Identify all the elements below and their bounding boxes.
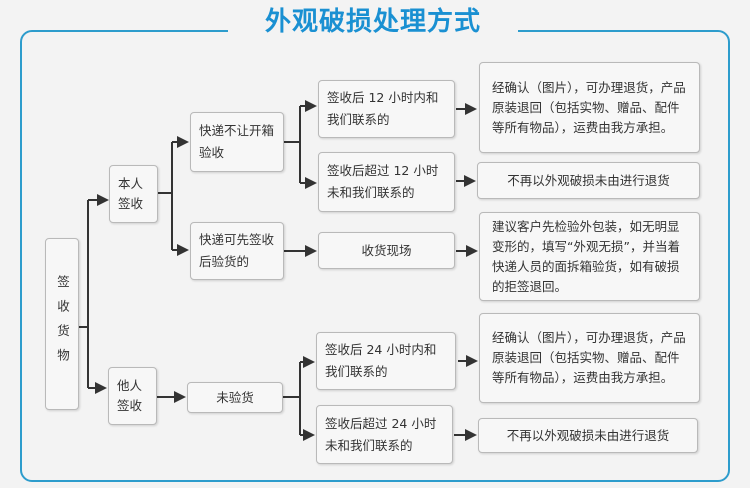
result-return-12h: 经确认（图片），可办理退货，产品原装退回（包括实物、赠品、配件等所有物品），运费… bbox=[479, 62, 700, 153]
node-within-12h: 签收后 12 小时内和我们联系的 bbox=[318, 80, 455, 138]
diagram-title: 外观破损处理方式 bbox=[228, 4, 518, 40]
connector-root bbox=[78, 200, 89, 388]
node-root: 签收货物 bbox=[45, 238, 79, 410]
node-over-12h: 签收后超过 12 小时未和我们联系的 bbox=[318, 152, 455, 212]
result-no-return-24h: 不再以外观破损未由进行退货 bbox=[478, 418, 698, 453]
result-return-24h: 经确认（图片），可办理退货，产品原装退回（包括实物、赠品、配件等所有物品），运费… bbox=[479, 313, 700, 403]
node-not-checked: 未验货 bbox=[187, 382, 283, 413]
node-over-24h: 签收后超过 24 小时未和我们联系的 bbox=[316, 405, 453, 464]
node-on-site: 收货现场 bbox=[318, 232, 455, 269]
node-sign-then-check: 快递可先签收后验货的 bbox=[190, 222, 284, 280]
node-other-sign: 他人签收 bbox=[108, 367, 157, 425]
result-on-site: 建议客户先检验外包装，如无明显变形的，填写“外观无损”，并当着快递人员的面拆箱验… bbox=[479, 212, 700, 301]
result-no-return-12h: 不再以外观破损未由进行退货 bbox=[477, 162, 700, 199]
node-within-24h: 签收后 24 小时内和我们联系的 bbox=[316, 332, 456, 390]
node-no-open: 快递不让开箱验收 bbox=[190, 112, 284, 172]
node-self-sign: 本人签收 bbox=[109, 165, 158, 223]
